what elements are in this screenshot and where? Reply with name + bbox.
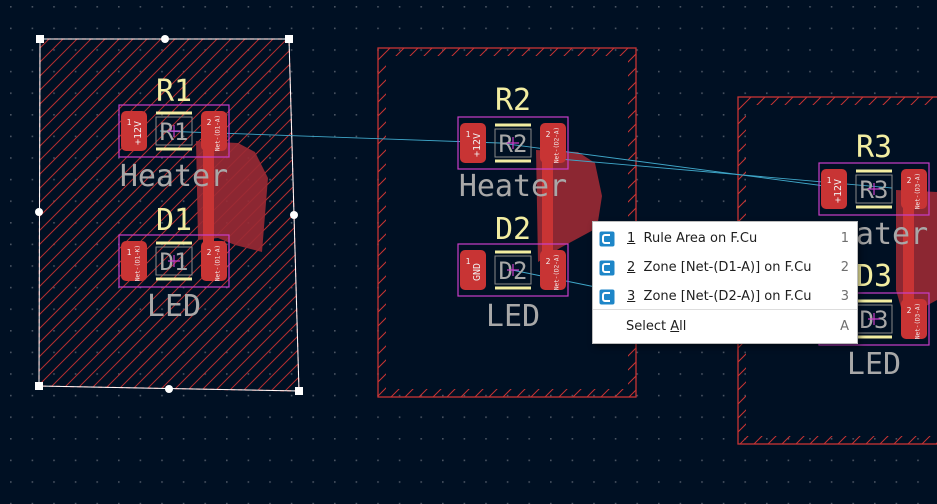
- track-r2-d2[interactable]: [542, 151, 553, 276]
- anchor-marker: [168, 255, 180, 267]
- track-r3-d3[interactable]: [903, 197, 914, 321]
- menu-item-label: Rule Area on F.Cu: [643, 231, 758, 246]
- handle-corner[interactable]: [295, 387, 303, 395]
- reference-designator: D1: [156, 203, 192, 238]
- footprint-value: LED: [147, 289, 201, 324]
- menu-item-shortcut: A: [840, 319, 849, 334]
- reference-designator: D2: [495, 212, 531, 247]
- menu-item-shortcut: 2: [840, 260, 849, 275]
- pad-number: 1: [466, 257, 471, 266]
- handle-corner[interactable]: [36, 35, 44, 43]
- pad-net-name: GND: [472, 263, 483, 281]
- pad-net-name: Net-(D3-A): [915, 303, 922, 339]
- select-all-label: Select All: [626, 319, 687, 334]
- pad-net-name: Net-(D3-A): [915, 173, 922, 209]
- pad-net-name: Net-(D2-A): [554, 127, 561, 163]
- reference-designator: R1: [156, 74, 192, 109]
- anchor-marker: [507, 137, 519, 149]
- footprint-value: LED: [847, 347, 901, 382]
- anchor-marker: [868, 313, 880, 325]
- pad-1[interactable]: 1+12V: [121, 111, 147, 151]
- anchor-marker: [507, 264, 519, 276]
- pad-number: 1: [127, 248, 132, 257]
- handle-edge[interactable]: [290, 211, 298, 219]
- pad-net-name: Net-(D1-K): [135, 245, 142, 281]
- menu-item-select-all[interactable]: Select All A: [593, 313, 857, 341]
- fab-outline: [155, 116, 193, 146]
- courtyard: [457, 243, 569, 297]
- handle-corner[interactable]: [285, 35, 293, 43]
- menu-item-3[interactable]: 3 Zone [Net-(D2-A)] on F.Cu 3: [593, 283, 857, 311]
- zone-icon: [599, 231, 615, 247]
- handle-edge[interactable]: [165, 385, 173, 393]
- menu-item-number: 3: [627, 289, 636, 304]
- footprint-value: Heater: [120, 159, 228, 194]
- footprint-value: Heater: [459, 169, 567, 204]
- menu-item-shortcut: 3: [840, 289, 849, 304]
- fab-outline: [155, 246, 193, 276]
- courtyard: [118, 104, 230, 158]
- menu-item-label: Zone [Net-(D1-A)] on F.Cu: [643, 260, 812, 275]
- menu-item-shortcut: 1: [840, 231, 849, 246]
- zone-icon: [599, 289, 615, 305]
- pad-1[interactable]: 1+12V: [460, 123, 486, 163]
- pad-net-name: +12V: [133, 121, 144, 145]
- courtyard: [818, 162, 930, 216]
- courtyard: [118, 234, 230, 288]
- fab-outline: [494, 128, 532, 158]
- pad-net-name: Net-(D1-A): [215, 245, 222, 281]
- menu-item-label: Zone [Net-(D2-A)] on F.Cu: [643, 289, 812, 304]
- anchor-marker: [168, 125, 180, 137]
- pad-number: 2: [207, 118, 212, 127]
- clarify-selection-menu: 1 Rule Area on F.Cu 1 2 Zone [Net-(D1-A)…: [592, 221, 858, 344]
- pad-number: 2: [907, 306, 912, 315]
- pad-net-name: Net-(D1-A): [215, 115, 222, 151]
- reference-designator: R3: [856, 130, 892, 165]
- pad-number: 2: [207, 248, 212, 257]
- pad-net-name: +12V: [472, 133, 483, 157]
- reference-designator: R2: [495, 83, 531, 118]
- fab-outline: [494, 255, 532, 285]
- pad-number: 1: [466, 130, 471, 139]
- courtyard: [457, 116, 569, 170]
- pad-number: 2: [546, 130, 551, 139]
- pad-number: 2: [546, 257, 551, 266]
- pad-number: 1: [127, 118, 132, 127]
- selection-handles[interactable]: [35, 35, 303, 395]
- footprint-value: LED: [486, 299, 540, 334]
- pad-1[interactable]: 1+12V: [821, 169, 847, 209]
- track-r1-d1[interactable]: [203, 136, 214, 260]
- pad-number: 1: [827, 176, 832, 185]
- menu-item-number: 1: [627, 231, 636, 246]
- anchor-marker: [868, 183, 880, 195]
- pad-net-name: Net-(D2-A): [554, 254, 561, 290]
- zone-icon: [599, 260, 615, 276]
- handle-edge[interactable]: [161, 35, 169, 43]
- fab-outline: [855, 174, 893, 204]
- menu-item-number: 2: [627, 260, 636, 275]
- handle-edge[interactable]: [35, 208, 43, 216]
- handle-corner[interactable]: [35, 382, 43, 390]
- menu-item-1[interactable]: 1 Rule Area on F.Cu 1: [593, 225, 857, 253]
- pad-net-name: +12V: [833, 179, 844, 203]
- menu-item-2[interactable]: 2 Zone [Net-(D1-A)] on F.Cu 2: [593, 254, 857, 282]
- reference-designator: D3: [856, 259, 892, 294]
- menu-separator: [593, 309, 857, 310]
- pad-number: 2: [907, 176, 912, 185]
